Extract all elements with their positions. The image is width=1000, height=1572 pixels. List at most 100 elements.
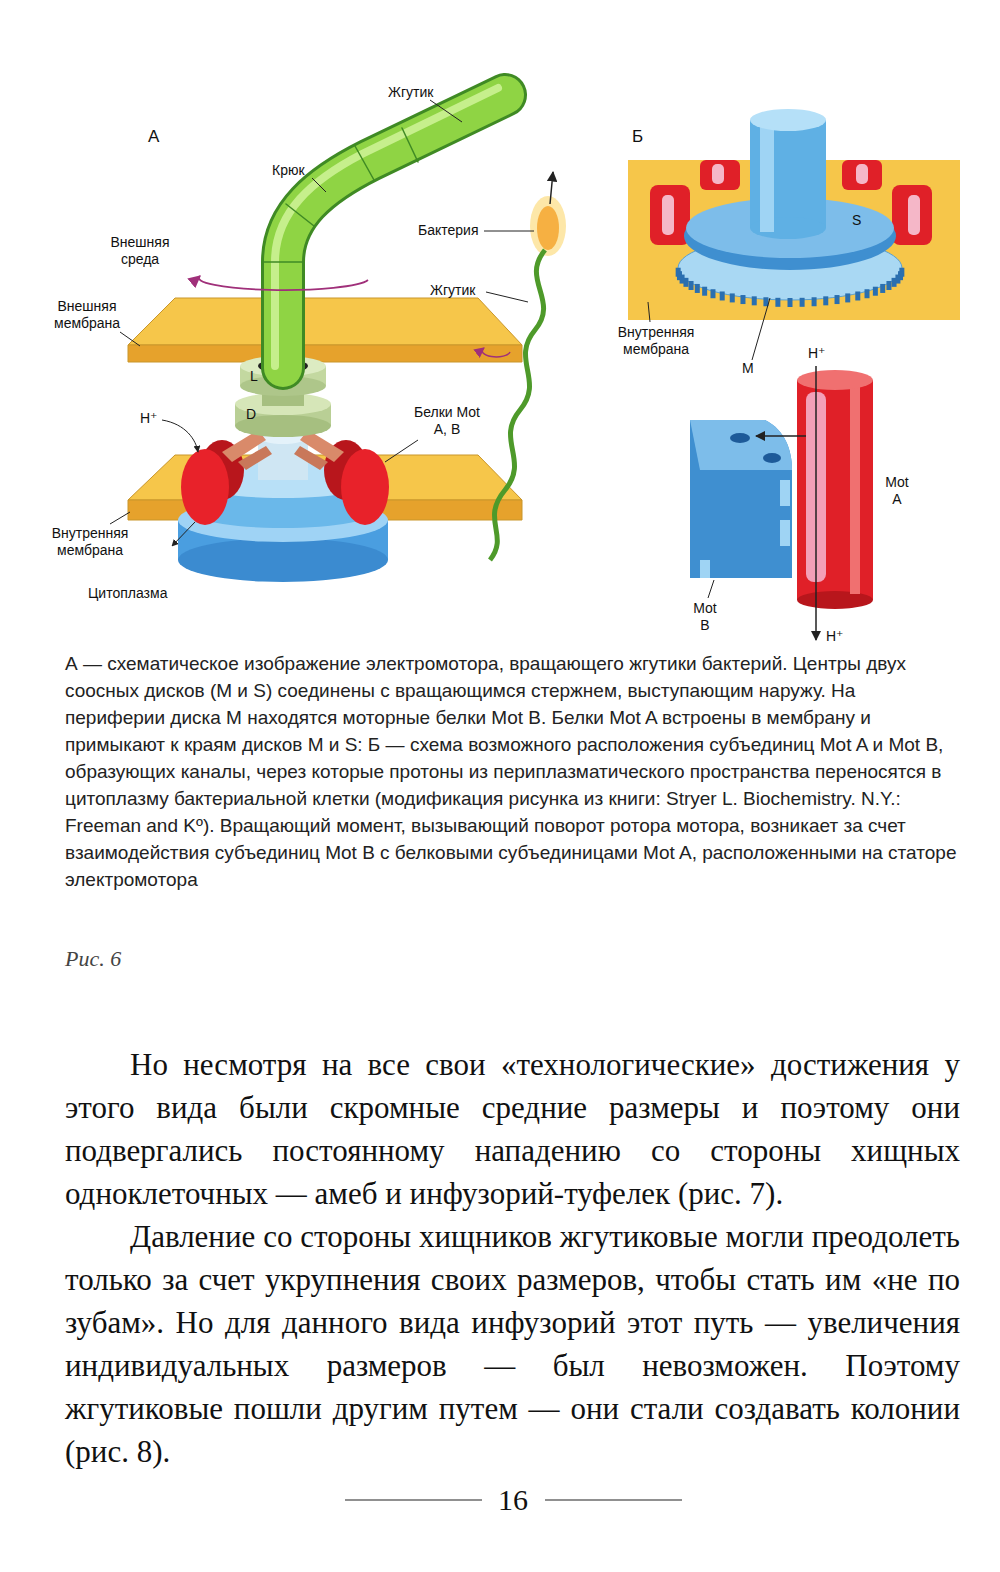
disk-fragment: [690, 420, 792, 578]
leader-lines: [484, 231, 534, 232]
part-label: Бактерия: [418, 222, 478, 239]
leader-lines: [430, 100, 462, 122]
disk-fragment: [763, 453, 781, 463]
mot-a-channel: [797, 370, 873, 390]
disk-m: [720, 291, 725, 300]
disk-m: [775, 298, 780, 307]
part-label: Внешняя мембрана: [38, 298, 136, 332]
disk-m: [702, 287, 707, 296]
disk-m: [855, 291, 860, 300]
mot-a-channel: [797, 370, 873, 609]
bacterium: [537, 206, 559, 250]
mot-a-channel: [797, 380, 873, 600]
flagellum-tube: [262, 128, 418, 262]
leader-lines: [312, 178, 326, 192]
figure-number: Рис. 6: [65, 945, 121, 973]
leader-lines: [110, 100, 534, 546]
disk-fragment: [780, 480, 790, 506]
leader-lines: [110, 512, 130, 524]
disk-m: [710, 289, 715, 298]
part-label: Белки Mot A, B: [414, 404, 480, 438]
disk-m: [676, 268, 681, 277]
disk-m: [752, 296, 757, 305]
mot-proteins: [341, 449, 389, 525]
rotor-disks: [178, 538, 388, 582]
bacterium: [550, 172, 553, 204]
page-rule: [345, 1499, 482, 1500]
bacterium: [530, 196, 566, 256]
part-label: S: [852, 212, 861, 229]
part-label: M: [742, 360, 754, 377]
disk-fragment: [700, 560, 710, 578]
body-paragraph: Давление со стороны хищников жгутиковые …: [65, 1215, 960, 1473]
part-label: Внутренняя мембрана: [40, 525, 140, 559]
rotor-shaft: [750, 109, 826, 131]
disk-m: [865, 289, 870, 298]
mot-a-channel: [850, 384, 860, 594]
outer-membrane-slab: [128, 298, 522, 345]
disk-m: [892, 278, 897, 287]
disk-m: [835, 295, 840, 304]
part-label: Mot B: [688, 600, 722, 634]
stator-units: [842, 160, 882, 190]
leader-lines: [752, 298, 770, 360]
disk-m: [730, 293, 735, 302]
mot-proteins: [294, 446, 328, 470]
leader-lines: [708, 580, 714, 598]
disk-m: [689, 281, 694, 290]
leader-lines: [162, 420, 198, 452]
leader-lines: [486, 292, 528, 302]
stator-units: [892, 185, 932, 245]
figure-caption: А — схематическое изображение электромот…: [65, 650, 960, 893]
region-label: Цитоплазма: [88, 585, 167, 602]
page-rule: [545, 1499, 682, 1500]
part-label: Жгутик: [388, 84, 433, 101]
disk-m: [788, 298, 793, 307]
disk-m: [880, 284, 885, 293]
mot-proteins: [238, 446, 272, 470]
disk-fragment: [690, 420, 792, 470]
part-label: L: [250, 368, 258, 385]
panel-letter: Б: [632, 128, 643, 145]
bacterium: [482, 172, 566, 560]
disk-m: [695, 284, 700, 293]
part-label: Жгутик: [430, 282, 475, 299]
proton-arrows: [756, 435, 806, 437]
part-label: Крюк: [272, 162, 305, 179]
disk-m: [800, 298, 805, 307]
flagellum-tube: [275, 88, 498, 366]
disk-m: [740, 295, 745, 304]
bacterium: [490, 250, 545, 560]
part-label: D: [246, 406, 256, 423]
disk-m: [823, 296, 828, 305]
ion-label: H⁺: [826, 628, 844, 645]
rotor-disks: [178, 428, 388, 582]
disk-fragment: [690, 420, 792, 578]
region-label: Внешняя среда: [100, 234, 180, 268]
rotation-arrow: [199, 276, 368, 290]
leader-lines: [120, 332, 140, 346]
mot-proteins: [181, 449, 229, 525]
flagellum-tube: [262, 88, 505, 368]
disk-fragment: [780, 520, 790, 546]
page-number: 16: [483, 1482, 543, 1518]
body-paragraph: Но несмотря на все свои «технологические…: [65, 1043, 960, 1215]
rotor-shaft: [760, 122, 774, 232]
disk-fragment: [730, 433, 750, 443]
leader-lines: [172, 522, 195, 546]
disk-m: [873, 287, 878, 296]
disk-m: [845, 293, 850, 302]
leader-lines: [385, 440, 418, 462]
disk-m: [812, 297, 817, 306]
stator-units: [856, 164, 868, 184]
proton-arrows: [815, 366, 817, 640]
proton-arrows: [756, 366, 816, 640]
disk-m: [886, 281, 891, 290]
ion-label: H⁺: [140, 410, 158, 427]
part-label: Внутренняя мембрана: [606, 324, 706, 358]
stator-units: [662, 195, 674, 235]
part-label: Mot A: [880, 474, 914, 508]
outer-membrane-slab: [128, 298, 522, 362]
stator-units: [908, 195, 920, 235]
